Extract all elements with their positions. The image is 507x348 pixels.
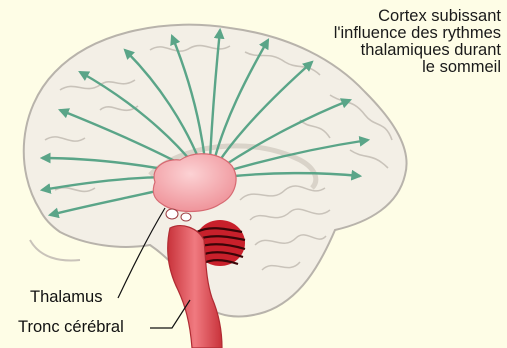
caption-line-1: Cortex subissant [241, 8, 501, 25]
caption-line-3: thalamiques durant [241, 42, 501, 59]
thalamus-label: Thalamus [30, 288, 102, 307]
brainstem-label: Tronc cérébral [18, 318, 124, 337]
frontal-extension [30, 240, 80, 260]
cortex-caption: Cortex subissant l'influence des rythmes… [241, 8, 501, 76]
caption-line-4: le sommeil [241, 59, 501, 76]
caption-line-2: l'influence des rythmes [241, 25, 501, 42]
